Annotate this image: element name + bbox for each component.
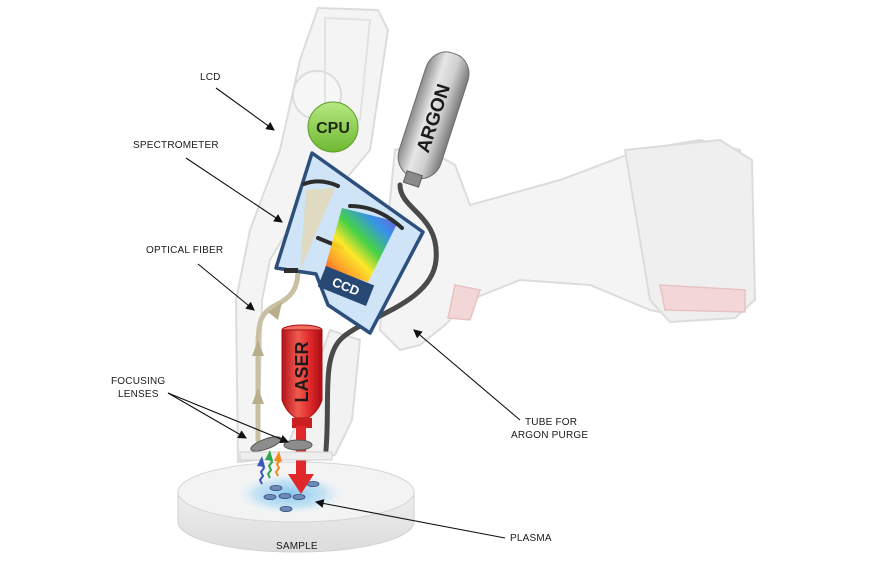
label-optical-fiber: OPTICAL FIBER xyxy=(146,245,224,256)
label-spectrometer: SPECTROMETER xyxy=(133,140,219,151)
emission-arrows-icon xyxy=(257,450,282,485)
label-lenses: LENSES xyxy=(118,389,159,400)
spectrometer-box xyxy=(274,151,425,335)
label-argon-purge: ARGON PURGE xyxy=(511,430,589,441)
plasma-region xyxy=(232,472,348,516)
argon-cylinder: ARGON xyxy=(397,51,470,188)
label-plasma: PLASMA xyxy=(510,533,552,544)
cpu-chip: CPU xyxy=(307,101,359,153)
label-focusing: FOCUSING xyxy=(111,376,166,387)
leader-lines xyxy=(167,87,521,539)
label-tube-for: TUBE FOR xyxy=(525,417,578,428)
argon-purge-tube xyxy=(323,182,439,453)
optical-fiber xyxy=(252,267,301,443)
battery-latch-icon xyxy=(659,284,746,313)
focusing-lenses xyxy=(250,436,313,452)
trigger-icon xyxy=(447,284,481,321)
nose-plate xyxy=(239,451,333,461)
laser-label: LASER xyxy=(292,341,312,402)
laser-source: LASER xyxy=(281,324,323,494)
cpu-label: CPU xyxy=(316,120,350,137)
label-lcd: LCD xyxy=(200,72,221,83)
lcd-screen-outline xyxy=(324,16,372,122)
label-sample: SAMPLE xyxy=(276,541,318,552)
